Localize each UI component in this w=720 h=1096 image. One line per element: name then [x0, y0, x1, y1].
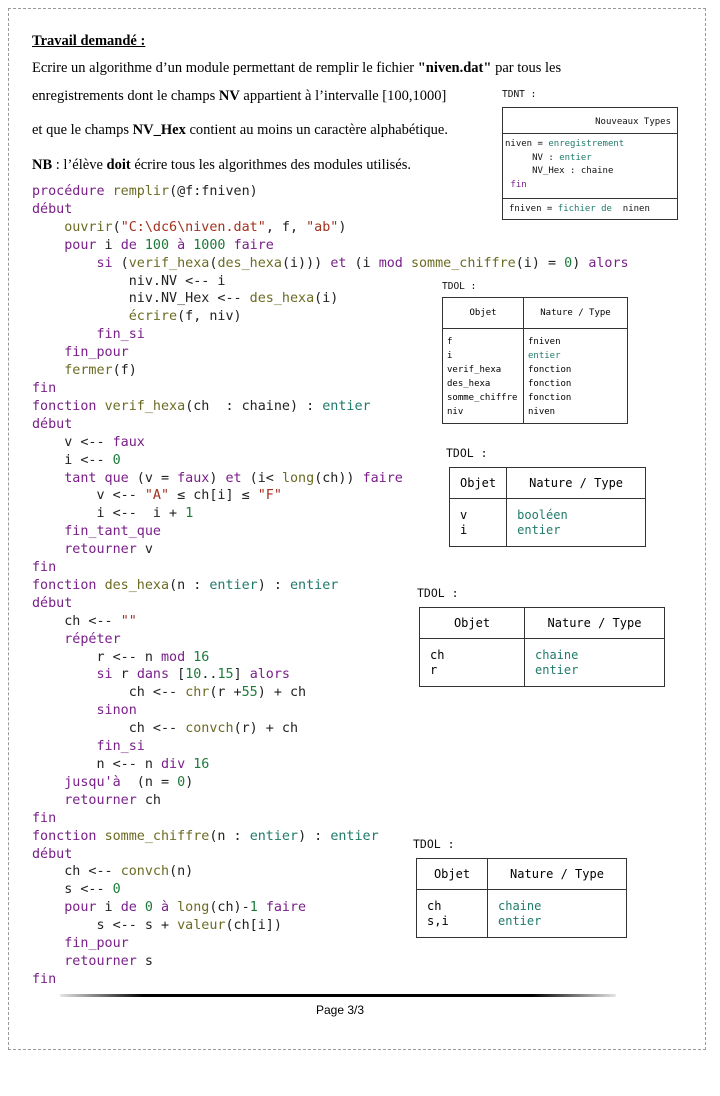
tdnt-footer: fniven = fichier de ninen — [509, 204, 650, 215]
cell-type: chaine entier — [524, 638, 665, 687]
column-header: Nature / Type — [487, 858, 627, 890]
instruction-text: appartient à l’intervalle [100,1000] — [239, 88, 447, 104]
nb-note: NB : l’élève doit écrire tous les algori… — [32, 157, 411, 174]
footer-divider — [60, 994, 616, 997]
tdol-hexa-table: Objet Nature / Type ch r chaine entier — [419, 607, 665, 687]
cell-objet: des_hexa — [442, 377, 524, 391]
cell-type: chaine entier — [487, 889, 627, 938]
nb-text: écrire tous les algorithmes des modules … — [130, 157, 411, 173]
column-header: Objet — [448, 467, 507, 499]
nb-label: NB — [32, 157, 53, 173]
nb-text: : l’élève — [52, 157, 107, 173]
cell-type: fonction — [523, 391, 628, 405]
column-header: Objet — [419, 607, 525, 639]
cell-objet: somme_chiffre — [442, 391, 524, 405]
instruction-text: enregistrements dont le champs — [32, 88, 219, 104]
column-header: Nature / Type — [523, 297, 628, 329]
tdol-verif-label: TDOL : — [446, 446, 488, 460]
cell-objet: i — [442, 349, 524, 363]
cell-type: fniven — [523, 328, 628, 349]
cell-type: fonction — [523, 377, 628, 391]
page-border — [8, 8, 706, 1050]
tdnt-line: NV : entier — [505, 152, 592, 163]
cell-type: entier — [523, 349, 628, 363]
tdnt-table: Nouveaux Types niven = enregistrement NV… — [502, 107, 678, 221]
cell-objet: ch r — [419, 638, 525, 687]
tdnt-body: niven = enregistrement NV : entier NV_He… — [503, 134, 677, 200]
column-header: Nature / Type — [506, 467, 646, 499]
cell-objet: v i — [448, 498, 507, 547]
tdnt-label: TDNT : — [502, 89, 537, 100]
cell-type: booléen entier — [506, 498, 646, 547]
tdnt-line: NV_Hex : chaine — [505, 166, 614, 177]
column-header: Objet — [416, 858, 488, 890]
nb-emphasis: doit — [106, 157, 131, 173]
column-header: Objet — [442, 297, 524, 329]
file-name: "niven.dat" — [417, 60, 492, 76]
cell-objet: f — [442, 328, 524, 349]
tdol-verif-table: Objet Nature / Type v i booléen entier — [448, 467, 646, 547]
table-row: v i booléen entier — [448, 498, 646, 547]
tdol-main-label: TDOL : — [442, 281, 477, 292]
instruction-line-3: et que le champs NV_Hex contient au moin… — [32, 122, 448, 139]
instruction-text: contient au moins un caractère alphabéti… — [185, 122, 448, 138]
instruction-line-1: Ecrire un algorithme d’un module permett… — [32, 60, 561, 77]
tdnt-line: niven = enregistrement — [505, 139, 625, 149]
instruction-text: Ecrire un algorithme d’un module permett… — [32, 60, 418, 76]
field-name: NV_Hex — [132, 122, 186, 138]
tdol-somme-label: TDOL : — [413, 837, 455, 851]
section-heading: Travail demandé : — [32, 33, 146, 49]
table-row: ch r chaine entier — [419, 638, 665, 687]
page-number: Page 3/3 — [315, 1003, 365, 1017]
algorithm-code: procédure remplir(@f:fniven) début ouvri… — [32, 184, 629, 987]
tdol-somme-table: Objet Nature / Type ch s,i chaine entier — [416, 858, 627, 938]
cell-objet: verif_hexa — [442, 363, 524, 377]
tdnt-line: fin — [510, 179, 527, 190]
cell-type: niven — [523, 405, 628, 424]
table-row: ch s,i chaine entier — [416, 889, 627, 938]
cell-objet: niv — [442, 405, 524, 424]
instruction-text: par tous les — [491, 60, 562, 76]
instruction-text: et que le champs — [32, 122, 133, 138]
tdnt-header: Nouveaux Types — [503, 108, 677, 134]
field-name: NV — [218, 88, 240, 104]
tdol-hexa-label: TDOL : — [417, 586, 459, 600]
instruction-line-2: enregistrements dont le champs NV appart… — [32, 88, 446, 105]
cell-type: fonction — [523, 363, 628, 377]
column-header: Nature / Type — [524, 607, 665, 639]
cell-objet: ch s,i — [416, 889, 488, 938]
